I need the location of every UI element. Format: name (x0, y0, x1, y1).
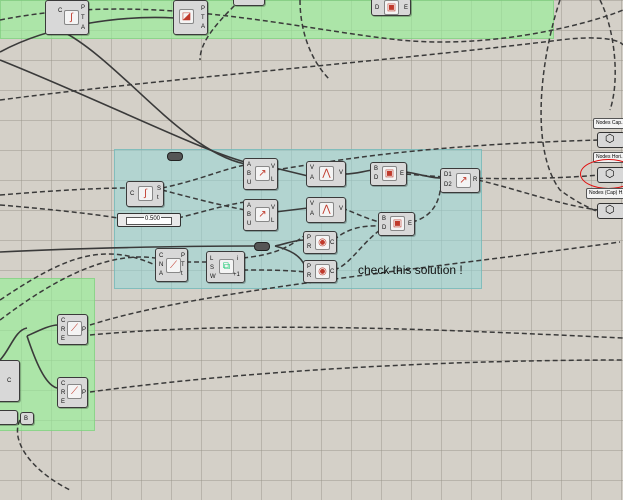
circle-icon: ◉ (315, 235, 330, 250)
node-vector-amplitude-a[interactable]: V A V ⋀ (306, 161, 346, 187)
node-vector-amplitude-b[interactable]: V A V ⋀ (306, 197, 346, 223)
node-top-partial[interactable] (233, 0, 265, 6)
pin-p[interactable]: P (81, 5, 86, 11)
circle-icon: ◉ (315, 264, 330, 279)
node-graph-mapper[interactable]: C P T A ∫ (45, 0, 89, 35)
node-circle-a[interactable]: P R C ◉ (303, 231, 337, 254)
relay-bottom[interactable] (254, 242, 270, 251)
vector-icon: ⋀ (319, 166, 334, 181)
node-curve-param[interactable]: C S t ∫ (126, 181, 164, 207)
node-vector-2pt-a[interactable]: A B U V L ↗ (243, 158, 278, 190)
point-icon: ▣ (390, 216, 405, 231)
panel-nodes-cap[interactable]: Nodes Cap... (593, 118, 623, 129)
list-icon: ⧉ (219, 259, 234, 274)
pin-a[interactable]: A (81, 25, 86, 31)
group-top-green (0, 0, 554, 39)
panel-nodes-cap-h[interactable]: Nodes (Cap) H... (586, 188, 623, 199)
hexagon-icon: ⬡ (605, 133, 615, 145)
node-left-crp-b[interactable]: C R E P ⟋ (57, 377, 88, 408)
node-left-crp-a[interactable]: C R E P ⟋ (57, 314, 88, 345)
node-left-edge[interactable]: C (0, 360, 20, 402)
point-icon: ▣ (382, 166, 397, 181)
node-cap-bottom[interactable]: ⬡ (597, 203, 623, 219)
node-move-a[interactable]: B D E ▣ (370, 162, 407, 186)
curve-icon: ⟋ (67, 321, 82, 336)
curve-icon: ∫ (64, 10, 79, 25)
node-left-bottom-a[interactable] (0, 410, 18, 425)
vector-icon: ↗ (456, 173, 471, 188)
curve-icon: ⟋ (67, 384, 82, 399)
number-slider[interactable]: 0.500 (117, 213, 181, 227)
node-top-right[interactable]: D E ▣ (371, 0, 411, 16)
node-cap-top[interactable]: ⬡ (597, 132, 623, 148)
pin-t[interactable]: T (81, 15, 85, 21)
node-vector-2pt-c[interactable]: D1 D2 R ↗ (440, 168, 480, 193)
slider-value: 0.500 (144, 216, 162, 222)
point-icon: ▣ (384, 0, 399, 15)
node-divide-curve[interactable]: C N A P T t ⟋ (155, 248, 188, 282)
graph-icon: ◪ (179, 9, 194, 24)
node-vector-2pt-b[interactable]: A B U V L ↗ (243, 199, 278, 231)
vector-icon: ↗ (255, 207, 270, 222)
curve-icon: ⟋ (166, 258, 181, 273)
vector-icon: ⋀ (319, 202, 334, 217)
node-move-b[interactable]: B D E ▣ (378, 212, 415, 236)
node-left-bottom-b[interactable]: B (20, 412, 34, 425)
node-shift-list[interactable]: L S W i +1 ⧉ (206, 251, 245, 283)
curve-icon: ∫ (138, 186, 153, 201)
vector-icon: ↗ (255, 166, 270, 181)
node-evaluate[interactable]: P T A ◪ (173, 0, 208, 35)
node-circle-b[interactable]: P R C ◉ (303, 260, 337, 283)
annotation-text: check this solution ! (358, 263, 463, 277)
pin-c[interactable]: C (58, 8, 63, 14)
relay-top[interactable] (167, 152, 183, 161)
hexagon-icon: ⬡ (605, 204, 615, 216)
